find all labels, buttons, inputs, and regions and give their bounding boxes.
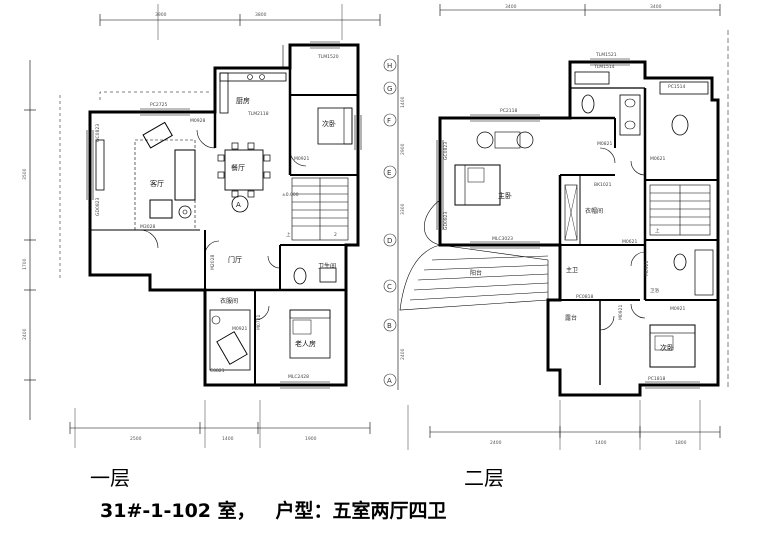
tag: PC2118 [500,108,517,114]
axis-label: F [387,117,391,125]
walkin-closet-label: 衣帽间 [585,207,603,215]
dim: 1400 [595,440,607,446]
unit-number: 31#-1-102 室， [100,500,256,522]
dim: 3500 [22,168,28,180]
foyer-label: 门厅 [228,255,242,264]
tag: M0921 [232,326,247,332]
axis-label: D [387,237,392,245]
tag: 卫浴 [650,287,659,294]
dim: 1700 [22,258,28,270]
floor2-labels: 主卧 衣帽间 主卫 次卧 露台 上 阳台 PC2118 M0821 TLM152… [400,4,687,446]
bedroom-se-label: 次卧 [660,343,674,352]
floor-plan-drawing: 厨房 次卧 餐厅 客厅 门厅 卫生间 衣服间 老人房 A M0928 PC272… [22,4,729,450]
dim: 2500 [130,436,142,442]
tag: TLM2118 [247,111,269,117]
bedroom-label: 次卧 [322,119,336,128]
elder-bedroom-label: 老人房 [295,339,316,348]
dim: 2400 [490,440,502,446]
floor2-axis-letters: H G F E D C B A [387,62,392,385]
tag: M0928 [190,118,205,124]
dim: 3900 [155,12,167,18]
axis-mark-a: A [236,201,241,209]
tag: PC1514 [668,84,685,90]
laundry-label: 衣服间 [220,297,238,305]
axis-label: H [387,62,392,70]
tag: 上 [286,231,291,238]
kitchen-label: 厨房 [236,96,250,105]
dim: 1400 [222,436,234,442]
tag: M0921 [618,305,624,320]
dim: 1900 [305,436,317,442]
tag: C0821 [210,368,225,374]
master-bedroom-label: 主卧 [498,191,512,200]
floor2-caption: 二层 [464,466,504,490]
tag: GD0823 [443,211,449,230]
dim: 2900 [400,143,406,155]
floor1-caption: 一层 [90,466,130,490]
dim: 1800 [675,440,687,446]
dim: 3400 [505,4,517,10]
balcony-label: 阳台 [470,269,482,277]
living-label: 客厅 [150,179,164,188]
tag: M0921 [644,261,650,276]
dim: 3800 [255,12,267,18]
dining-label: 餐厅 [231,163,245,172]
floor2-plan [397,4,729,450]
tag: M0921 [670,306,685,312]
unit-type: 户型：五室两厅四卫 [275,500,447,522]
tag: MLC3023 [492,236,513,242]
tag: ±0.000 [282,192,299,198]
unit-info: 31#-1-102 室， 户型：五室两厅四卫 [100,496,447,523]
toilet-label: 卫生间 [318,262,336,270]
terrace-label: 露台 [565,314,577,322]
stair-label: 上 [655,227,660,234]
tag: M3028 [140,224,155,230]
axis-label: G [387,85,392,93]
floor2-axis-bubbles [383,58,397,387]
tag: PC1818 [648,376,665,382]
floor1-labels: 厨房 次卧 餐厅 客厅 门厅 卫生间 衣服间 老人房 A M0928 PC272… [22,12,339,442]
axis-label: B [387,322,392,330]
tag: M0621 [622,239,637,245]
axis-label: E [387,169,391,177]
dim: 1400 [400,96,406,108]
tag: MLC2428 [288,374,309,380]
tag: PC2725 [150,102,167,108]
tag: PC0818 [576,294,593,300]
tag: M0921 [294,156,309,162]
tag: TLM1521 [595,52,617,58]
dim: 3300 [400,203,406,215]
master-bath-label: 主卫 [566,266,578,274]
dim: 3400 [650,4,662,10]
tag: GC0823 [443,142,449,160]
axis-label: A [387,377,392,385]
tag: M0621 [650,156,665,162]
tag: TLM1514 [593,64,615,70]
axis-label: C [387,283,392,291]
tag: BK1021 [594,182,612,188]
tag: GC0823 [95,124,101,142]
tag: M0721 [256,315,262,330]
tag: M2028 [210,255,216,270]
tag: TLM1520 [317,54,339,60]
floor1-plan [24,4,381,448]
dim: 2400 [22,328,28,340]
tag: GD0823 [95,197,101,216]
dim: 2400 [400,348,406,360]
tag: M0821 [597,141,612,147]
tag: 2 [334,232,337,238]
